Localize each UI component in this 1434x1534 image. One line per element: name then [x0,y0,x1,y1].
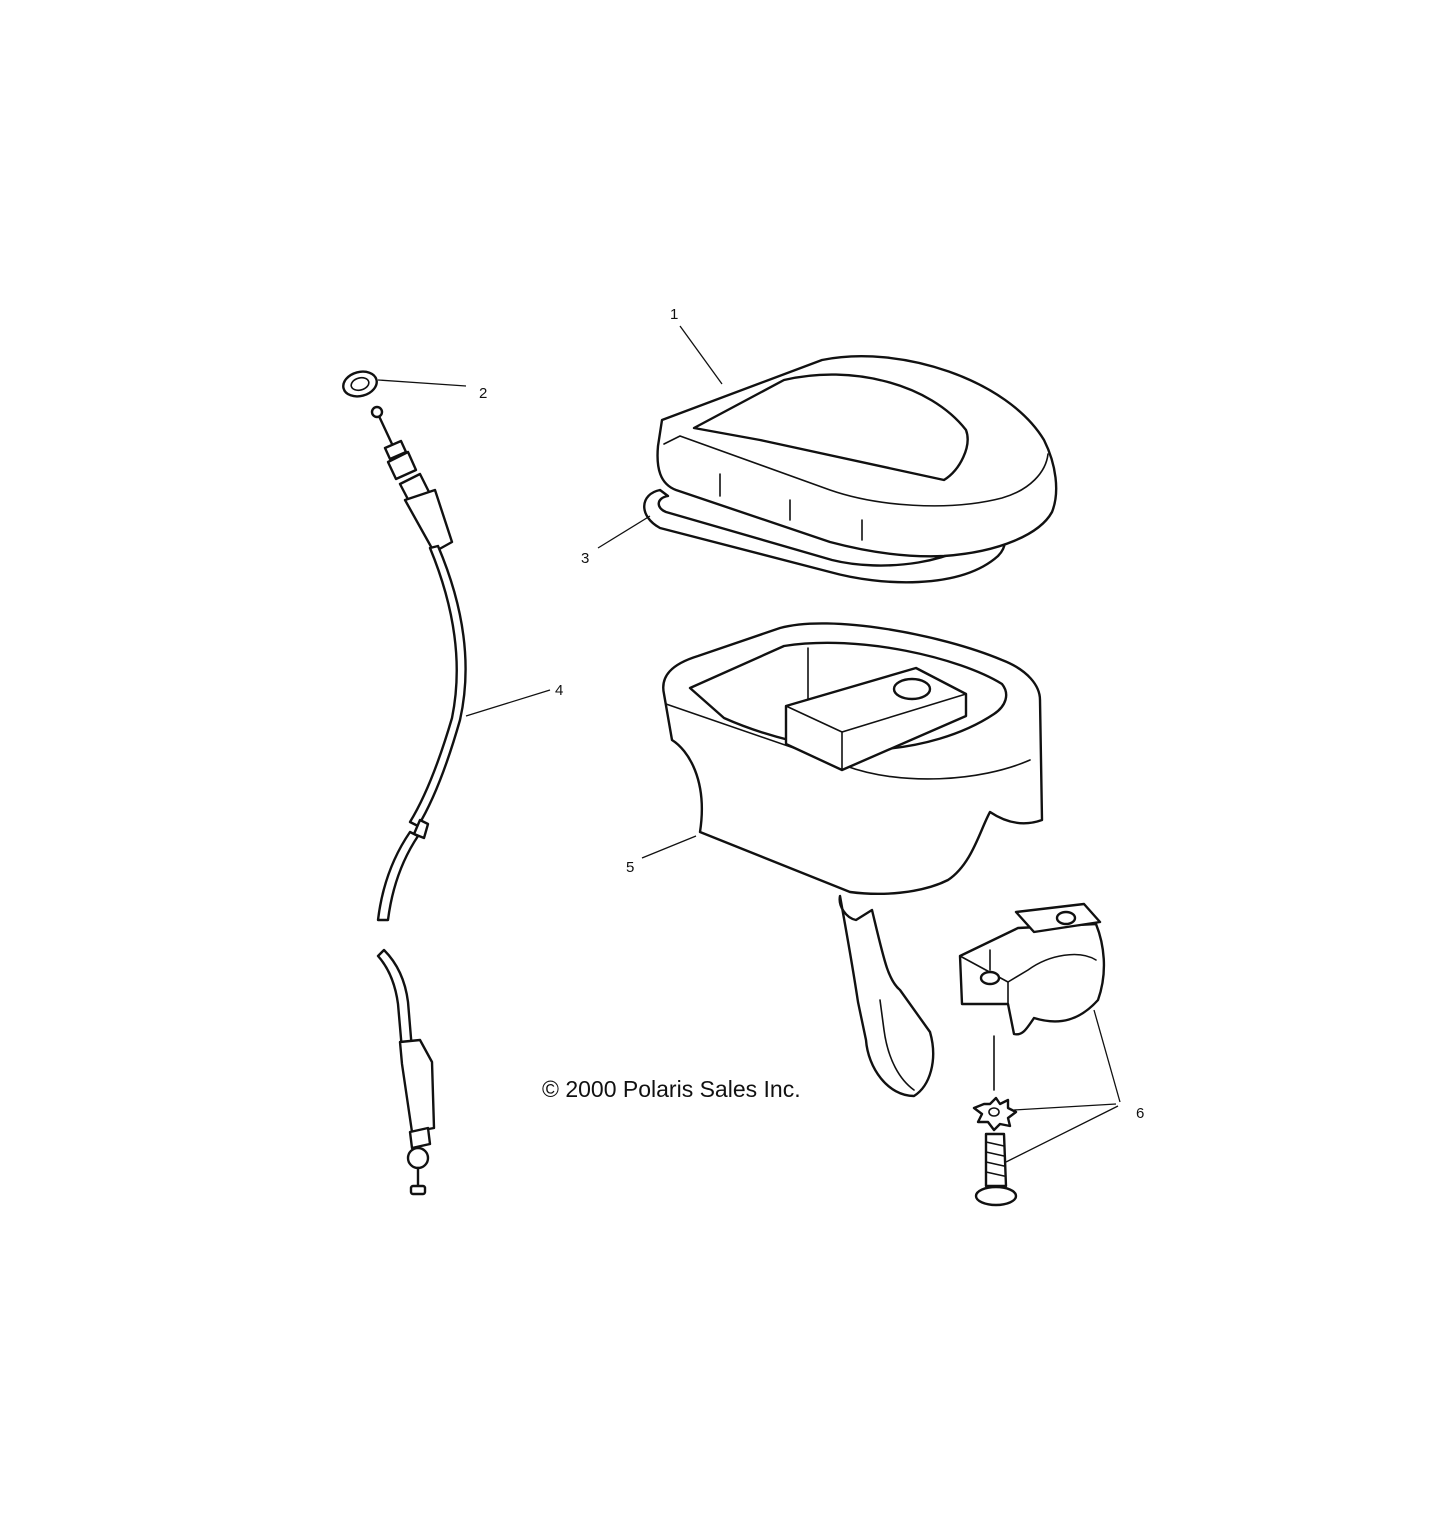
part-4-cable-assembly [370,405,467,1196]
leader-lines [377,325,1121,1163]
callout-3: 3 [581,550,589,567]
callout-5: 5 [626,859,634,876]
callout-1: 1 [670,306,678,323]
part-5-housing [662,622,1044,1098]
part-6-clamp-kit [958,902,1106,1207]
part-1-cover [656,355,1058,558]
copyright-notice: © 2000 Polaris Sales Inc. [542,1076,801,1102]
callout-2: 2 [479,385,487,402]
callout-4: 4 [555,682,563,699]
part-2-washer [342,370,378,398]
callout-6: 6 [1136,1105,1144,1122]
